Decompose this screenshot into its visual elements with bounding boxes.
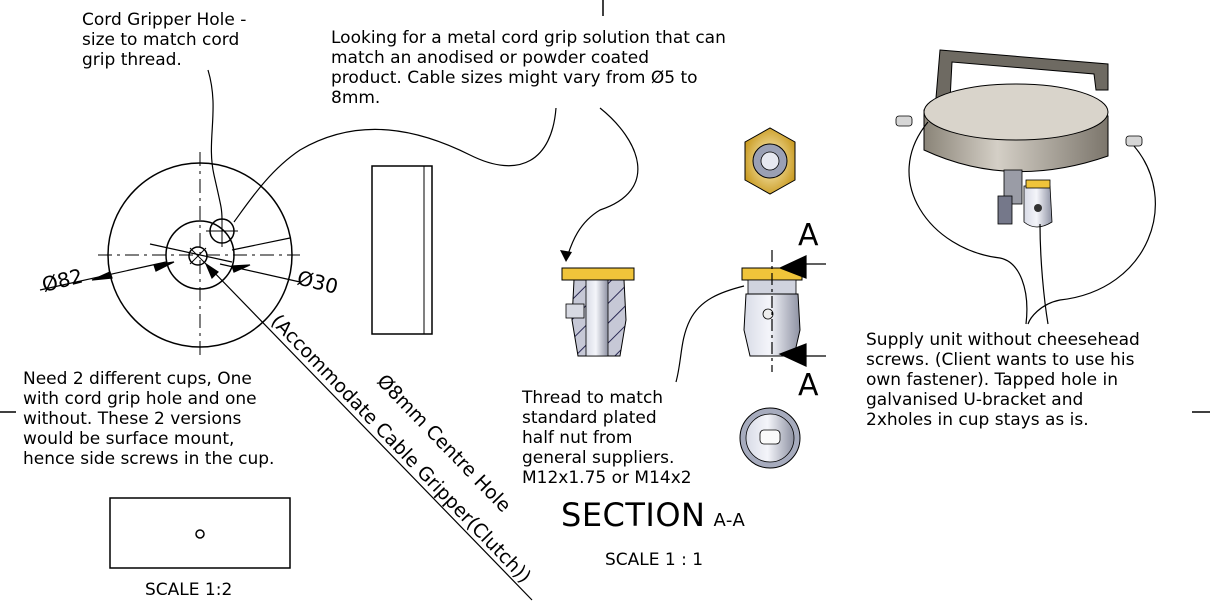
outer-diameter-label: Ø82 [39, 264, 85, 297]
metal-cord-grip-note: Looking for a metal cord grip solution t… [331, 28, 726, 108]
outer-diameter-dimension [39, 237, 291, 291]
cord-gripper-hole-note: Cord Gripper Hole - size to match cord g… [82, 10, 247, 70]
cord-grip-bottom-view [739, 407, 801, 469]
section-scale-label: SCALE 1 : 1 [605, 550, 704, 570]
cord-grip-section [561, 267, 635, 357]
inner-diameter-dimension [149, 243, 301, 283]
supply-unit-leaders [908, 121, 1156, 325]
cord-gripper-hole-leader [207, 69, 223, 221]
centre-hole-note: (Accommodate Cable Gripper(Clutch)) [266, 310, 535, 587]
supply-unit-isometric [895, 49, 1143, 228]
half-scale-label: SCALE 1:2 [145, 580, 233, 600]
centre-hole-leader [204, 262, 533, 601]
thread-match-leader [675, 285, 745, 383]
section-marker-bottom: A [798, 368, 819, 403]
cord-grip-top-view [744, 127, 796, 195]
two-cups-note: Need 2 different cups, One with cord gri… [23, 369, 275, 469]
section-title-suffix: A-A [713, 510, 746, 531]
cup-front-view-half-scale [109, 497, 291, 569]
metal-grip-leader-to-cup [233, 107, 557, 223]
supply-unit-note: Supply unit without cheesehead screws. (… [866, 330, 1140, 430]
section-marker-top: A [798, 218, 819, 253]
cup-side-view [371, 165, 433, 335]
thread-match-note: Thread to match standard plated half nut… [522, 388, 692, 488]
inner-diameter-label: Ø30 [295, 266, 341, 299]
section-cut-line [771, 250, 826, 372]
metal-grip-leader-to-section [565, 107, 639, 261]
metal-grip-arrow [560, 250, 572, 262]
sheet-border-ticks [0, 0, 1210, 413]
